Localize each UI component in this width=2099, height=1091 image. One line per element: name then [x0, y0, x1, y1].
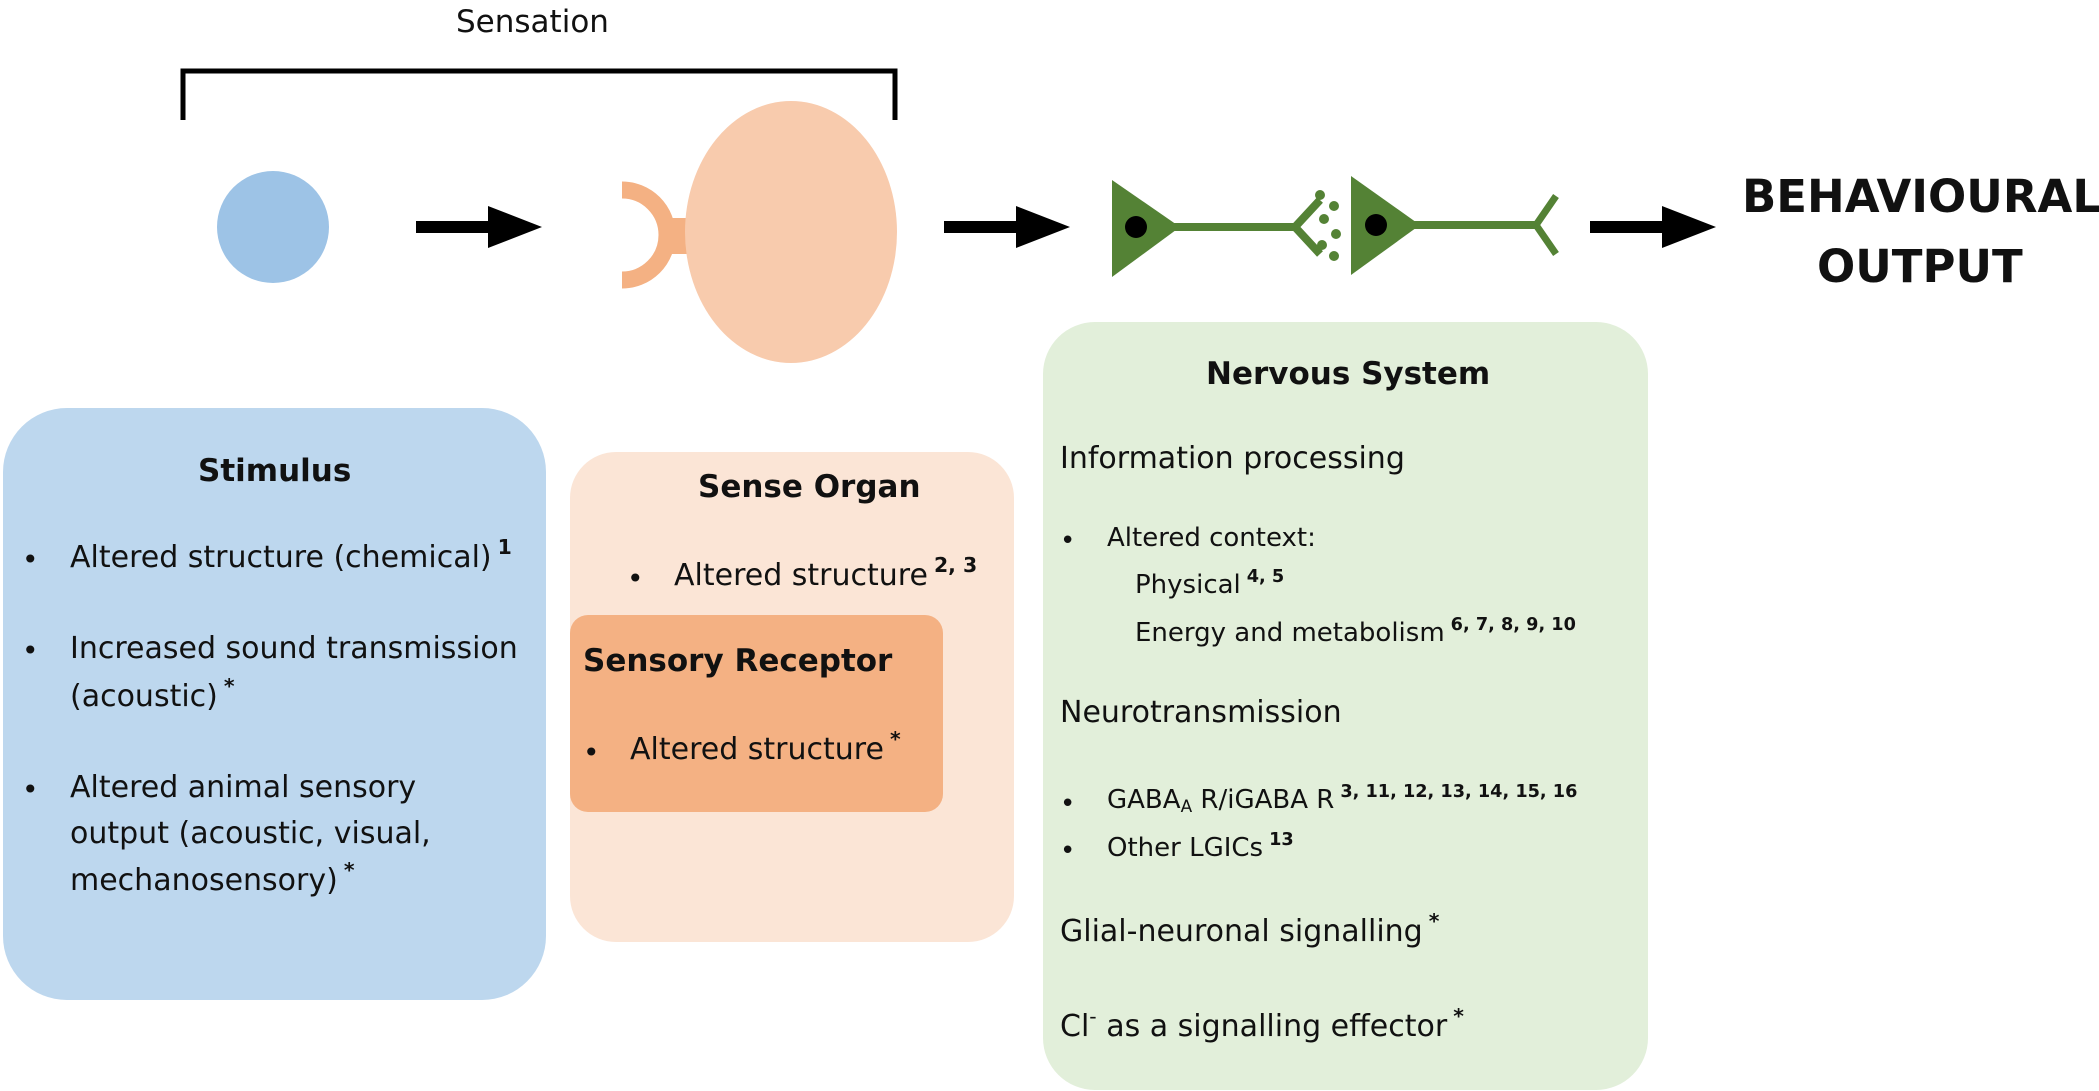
sensation-bracket — [180, 68, 898, 120]
stimulus-item-animal-line1: Altered animal sensory — [70, 770, 417, 805]
bullet: • — [22, 773, 39, 806]
stimulus-title: Stimulus — [198, 453, 352, 489]
stimulus-item-animal-line2: output (acoustic, visual, — [70, 816, 431, 851]
sensation-label: Sensation — [456, 4, 609, 40]
arrow-stimulus-to-organ — [416, 206, 542, 248]
information-processing-heading: Information processing — [1060, 441, 1405, 476]
stimulus-item-chemical: Altered structure (chemical)1 — [70, 535, 512, 575]
behavioural-output-line1: BEHAVIOURAL — [1742, 170, 2099, 223]
sensory-receptor-box — [570, 615, 943, 812]
arrow-organ-to-nervous — [944, 206, 1070, 248]
bullet: • — [1060, 836, 1076, 866]
bullet: • — [22, 543, 39, 576]
nervous-system-box — [1043, 322, 1648, 1090]
glial-neuronal-heading: Glial-neuronal signalling* — [1060, 909, 1440, 949]
sensory-receptor-title: Sensory Receptor — [583, 643, 893, 679]
chloride-effector-heading: Cl- as a signalling effector* — [1060, 1004, 1464, 1044]
behavioural-output-line2: OUTPUT — [1817, 240, 2023, 293]
sense-organ-title: Sense Organ — [698, 469, 921, 505]
bullet: • — [1060, 789, 1076, 819]
nervous-system-title: Nervous System — [1206, 356, 1491, 392]
bullet: • — [583, 736, 600, 769]
bullet: • — [22, 634, 39, 667]
arrow-nervous-to-output — [1590, 206, 1716, 248]
neuron-icon — [1112, 176, 1559, 277]
sense-organ-shape — [621, 101, 897, 363]
stimulus-item-acoustic-line1: Increased sound transmission — [70, 631, 518, 666]
altered-context-item: Altered context: — [1107, 523, 1316, 553]
sensory-receptor-item: Altered structure* — [630, 727, 901, 767]
stimulus-box — [3, 408, 546, 1000]
stimulus-circle — [217, 171, 329, 283]
bullet: • — [627, 562, 644, 595]
neurotransmission-heading: Neurotransmission — [1060, 695, 1342, 730]
bullet: • — [1060, 526, 1076, 556]
stimulus-item-acoustic-line2: (acoustic)* — [70, 674, 235, 714]
stimulus-item-animal-line3: mechanosensory)* — [70, 858, 355, 898]
